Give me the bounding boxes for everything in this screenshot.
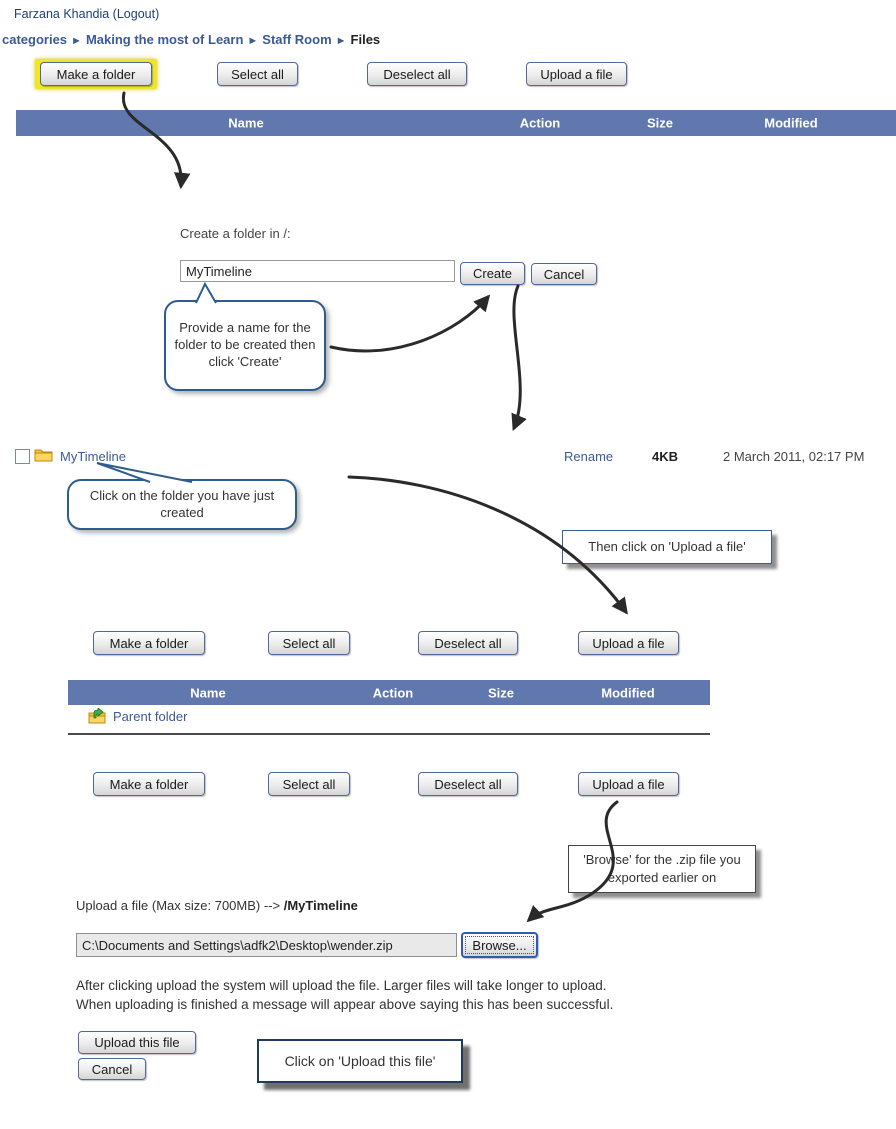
file-modified-date: 2 March 2011, 02:17 PM <box>723 449 865 464</box>
upload-this-file-button[interactable]: Upload this file <box>78 1031 196 1054</box>
rename-link[interactable]: Rename <box>564 449 614 464</box>
select-all-button[interactable]: Select all <box>268 772 350 796</box>
make-folder-button[interactable]: Make a folder <box>93 772 205 796</box>
file-path-input[interactable] <box>76 933 457 957</box>
make-folder-highlight: Make a folder <box>35 59 157 89</box>
column-size: Size <box>487 685 515 700</box>
column-modified: Modified <box>601 685 655 700</box>
arrow-make-folder-to-form <box>121 91 191 190</box>
upload-file-button[interactable]: Upload a file <box>578 631 679 655</box>
select-all-button[interactable]: Select all <box>217 62 298 86</box>
table-bottom-border <box>68 733 710 735</box>
deselect-all-button[interactable]: Deselect all <box>367 62 467 86</box>
breadcrumb-link-staff-room[interactable]: Staff Room <box>262 32 332 47</box>
logged-in-user[interactable]: Farzana Khandia (Logout) <box>14 7 160 21</box>
upload-file-button[interactable]: Upload a file <box>578 772 679 796</box>
make-folder-button[interactable]: Make a folder <box>93 631 205 655</box>
upload-info-line-2: When uploading is finished a message wil… <box>76 997 614 1012</box>
callout-click-folder: Click on the folder you have just create… <box>67 479 297 530</box>
breadcrumb: categories►Making the most of Learn►Staf… <box>2 31 380 49</box>
upload-heading-text: Upload a file (Max size: 700MB) --> <box>76 898 284 913</box>
parent-folder-icon <box>88 707 106 729</box>
folder-link-mytimeline[interactable]: MyTimeline <box>60 449 126 464</box>
arrow-bubble-to-create <box>329 294 491 353</box>
cancel-button[interactable]: Cancel <box>531 263 597 285</box>
upload-info-line-1: After clicking upload the system will up… <box>76 978 607 993</box>
breadcrumb-current-files: Files <box>350 32 381 47</box>
upload-cancel-button[interactable]: Cancel <box>78 1058 146 1080</box>
breadcrumb-link-categories[interactable]: categories <box>2 32 68 47</box>
deselect-all-button[interactable]: Deselect all <box>418 772 518 796</box>
upload-file-button[interactable]: Upload a file <box>526 62 627 86</box>
callout-provide-name: Provide a name for the folder to be crea… <box>164 300 326 391</box>
file-size: 4KB <box>652 449 679 464</box>
breadcrumb-separator: ► <box>335 35 347 47</box>
parent-folder-link[interactable]: Parent folder <box>113 709 188 724</box>
breadcrumb-separator: ► <box>71 35 82 47</box>
column-action: Action <box>372 685 414 700</box>
column-size: Size <box>646 115 674 131</box>
file-table-header: Name Action Size Modified <box>16 110 896 136</box>
arrow-create-to-folder-row <box>511 284 527 432</box>
callout-browse-zip: 'Browse' for the .zip file you exported … <box>568 845 756 893</box>
breadcrumb-separator: ► <box>247 35 259 47</box>
select-all-button[interactable]: Select all <box>268 631 350 655</box>
create-folder-label: Create a folder in /: <box>180 226 291 241</box>
upload-heading: Upload a file (Max size: 700MB) --> /MyT… <box>76 898 358 913</box>
folder-icon <box>34 447 53 468</box>
deselect-all-button[interactable]: Deselect all <box>418 631 518 655</box>
column-action: Action <box>519 115 561 131</box>
column-modified: Modified <box>764 115 818 131</box>
column-name: Name <box>190 685 226 700</box>
file-checkbox[interactable] <box>15 449 30 464</box>
browse-button[interactable]: Browse... <box>461 932 538 958</box>
folder-name-input[interactable] <box>180 260 455 282</box>
breadcrumb-link-course[interactable]: Making the most of Learn <box>85 32 244 47</box>
column-name: Name <box>228 115 264 131</box>
callout-click-upload: Click on 'Upload this file' <box>257 1039 463 1083</box>
upload-target-folder: /MyTimeline <box>283 898 358 913</box>
make-folder-button[interactable]: Make a folder <box>40 62 152 86</box>
callout-then-upload: Then click on 'Upload a file' <box>562 530 772 564</box>
create-button[interactable]: Create <box>460 262 525 285</box>
file-table-header: Name Action Size Modified <box>68 680 710 705</box>
